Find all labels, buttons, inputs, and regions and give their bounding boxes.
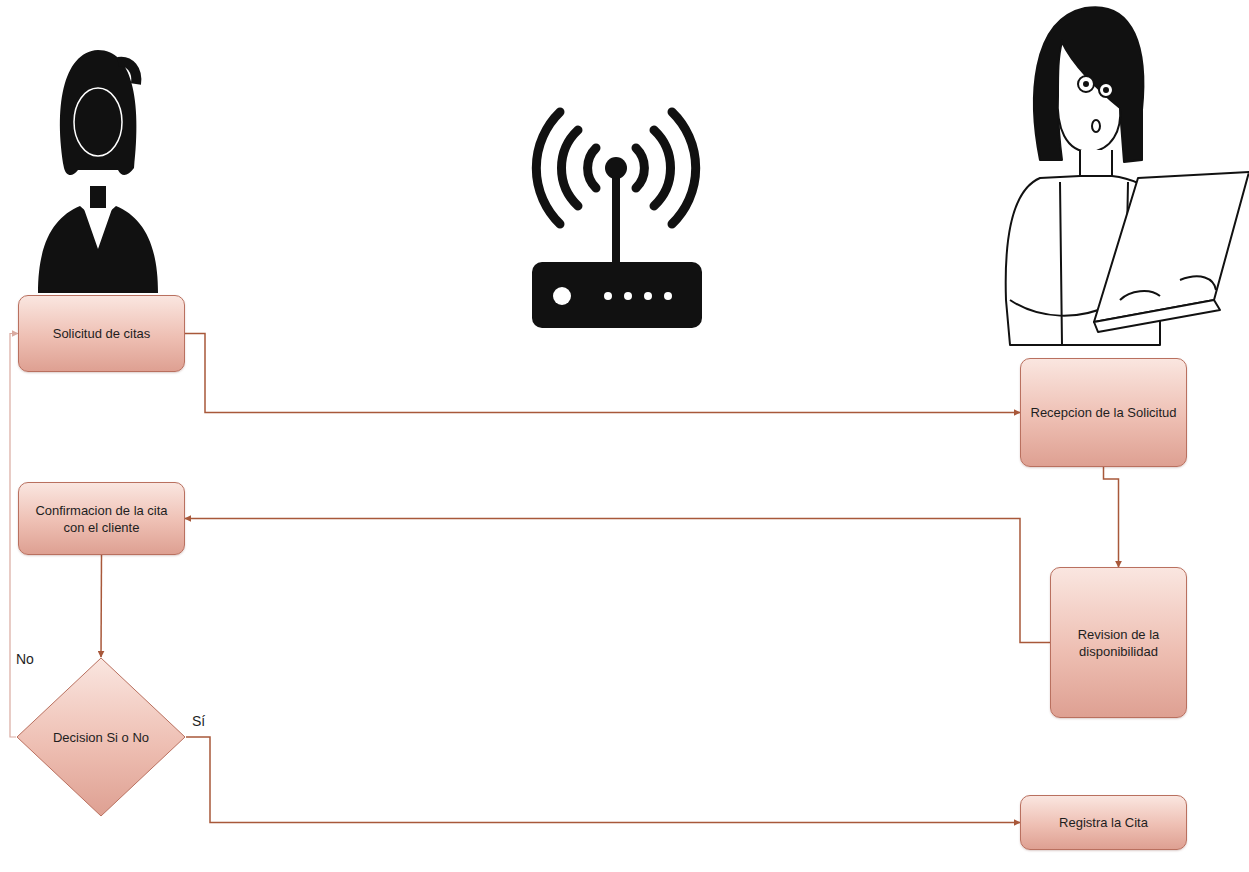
receptionist-eye: [1099, 83, 1113, 97]
node-text: Confirmacion de la cita con el cliente: [27, 502, 176, 536]
router-icon: [532, 112, 702, 328]
receptionist-neck: [1080, 150, 1112, 178]
router-body: [532, 262, 702, 328]
receptionist-eye: [1078, 76, 1094, 92]
node-text: Recepcion de la Solicitud: [1031, 404, 1177, 421]
wifi-waves: [536, 112, 695, 224]
client-head: [74, 88, 122, 156]
receptionist-mouth: [1092, 120, 1100, 132]
process-box: Confirmacion de la cita con el cliente: [18, 482, 185, 555]
edge-label: Sí: [192, 713, 205, 729]
client-neck: [90, 186, 106, 208]
process-box: Revision de la disponibilidad: [1050, 567, 1187, 718]
edge-label: No: [16, 651, 34, 667]
client-body: [38, 206, 158, 293]
router-port: [644, 292, 652, 300]
process-box: Recepcion de la Solicitud: [1020, 358, 1187, 467]
flow-arrow: [185, 519, 1050, 643]
flow-arrow: [1104, 467, 1119, 567]
router-led: [553, 287, 571, 305]
receptionist-pupil: [1104, 88, 1108, 92]
process-box: Solicitud de citas: [18, 295, 185, 372]
diamond-shape: [17, 658, 185, 816]
flow-arrow: [186, 737, 1020, 823]
router-antenna: [612, 175, 620, 263]
flow-arrow: [100, 555, 102, 657]
receptionist-hands: [1120, 276, 1216, 300]
router-port: [604, 292, 612, 300]
client-collar: [84, 206, 112, 246]
node-text: Decision Si o No: [53, 729, 149, 746]
laptop-screen: [1094, 172, 1249, 322]
client-figure: [38, 50, 158, 293]
receptionist-pupil: [1084, 82, 1088, 86]
router-antenna-tip: [605, 157, 627, 179]
flow-arrow: [185, 334, 1020, 413]
receptionist-figure: [1006, 7, 1249, 345]
client-ponytail: [118, 62, 136, 84]
node-text: Solicitud de citas: [53, 325, 151, 342]
node-text: Registra la Cita: [1059, 814, 1148, 831]
receptionist-face: [1058, 42, 1120, 152]
router-port: [624, 292, 632, 300]
client-hair: [60, 50, 137, 175]
receptionist-hair: [1034, 7, 1143, 162]
flow-arrow: [10, 334, 18, 738]
router-port: [664, 292, 672, 300]
process-box: Registra la Cita: [1020, 795, 1187, 850]
laptop-base: [1094, 300, 1220, 332]
node-text: Revision de la disponibilidad: [1059, 626, 1178, 660]
decision-diamond: Decision Si o No: [16, 657, 186, 817]
